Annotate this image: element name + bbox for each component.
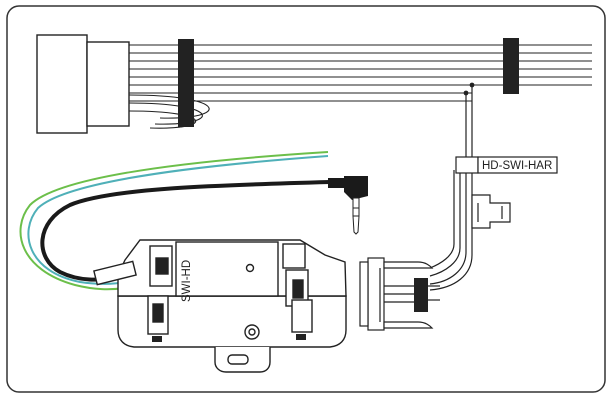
module-label: SWI-HD [181,260,193,302]
harness-wire-ends [384,285,440,303]
harness-label: HD-SWI-HAR [482,160,552,172]
black-cable [40,180,331,282]
radio-connector-plug-icon [36,34,130,134]
cable-tie-right [503,38,519,94]
harness-label-tag: HD-SWI-HAR [455,156,558,174]
green-wire [19,151,329,291]
audio-jack-icon [328,176,368,235]
teal-wire [27,155,329,285]
harness-branch-wires [429,85,473,291]
module-box-icon [93,239,347,373]
harness-connector-icon [359,257,434,331]
cable-tie-left [178,39,194,127]
side-connector-icon [471,194,511,229]
harness-tie [414,278,428,312]
